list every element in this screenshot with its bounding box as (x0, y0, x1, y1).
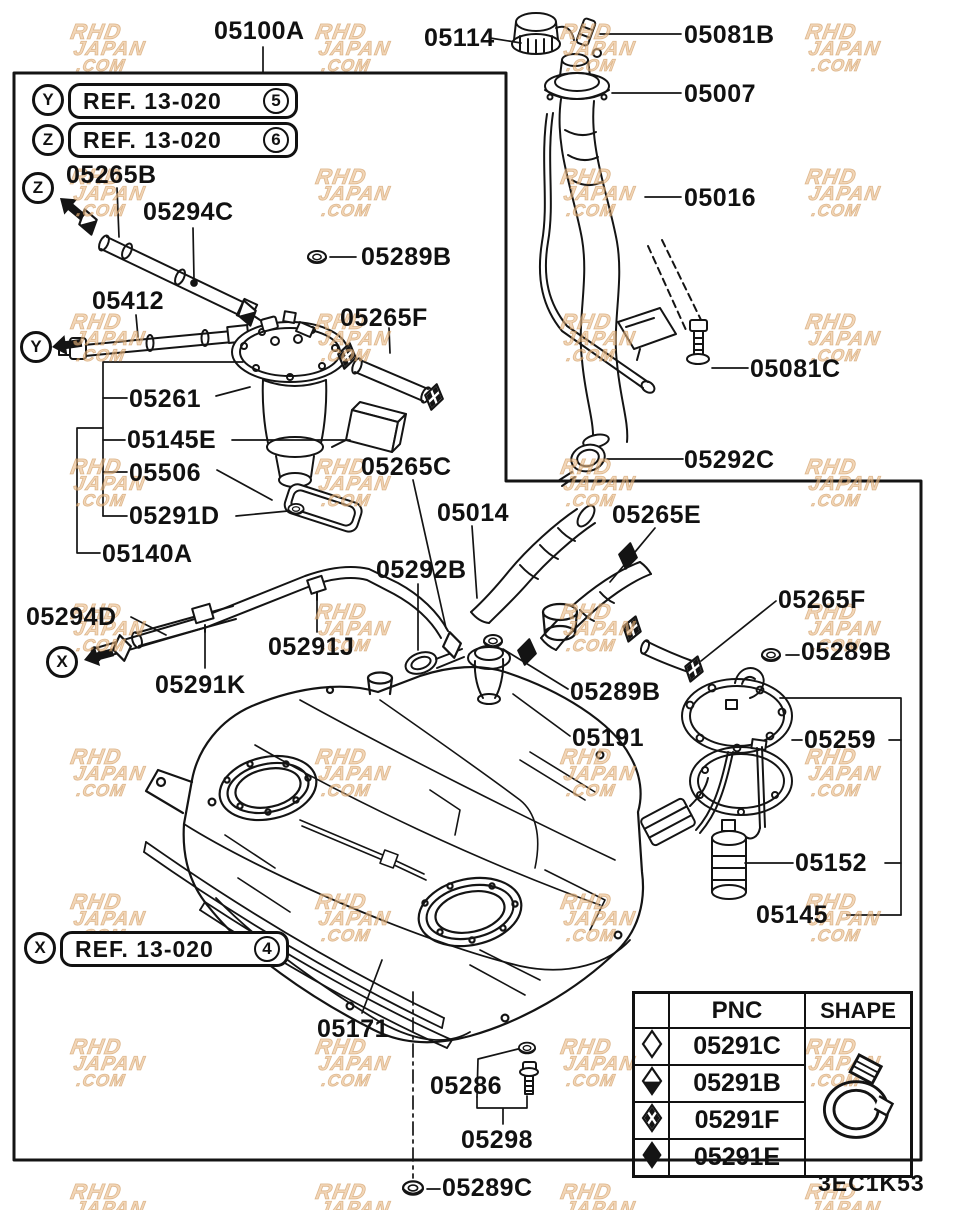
part-label-05298: 05298 (461, 1126, 534, 1154)
solid-diamond-icon (632, 1138, 670, 1178)
view-arrows (49, 189, 117, 671)
shape-column-header: SHAPE (804, 991, 913, 1029)
part-label-05291K: 05291K (155, 671, 246, 699)
table-row: 05291F (632, 1101, 912, 1140)
marker-circle-z-arrow: Z (22, 172, 54, 204)
part-label-05265F-top: 05265F (340, 304, 428, 332)
table-row: 05291B (632, 1064, 912, 1103)
part-label-05100A: 05100A (214, 17, 305, 45)
part-label-05286: 05286 (430, 1072, 503, 1100)
fuel-pump-art (58, 234, 432, 533)
part-label-05289B-top: 05289B (361, 243, 452, 271)
marker-circle-y: Y (32, 84, 64, 116)
part-label-05289B-center: 05289B (570, 678, 661, 706)
marker-circle-x: X (24, 932, 56, 964)
filler-neck-art (511, 12, 710, 487)
part-label-05292B: 05292B (376, 556, 467, 584)
ref-number-circle: 6 (263, 127, 289, 153)
ref-box-6: REF. 13-020 6 (68, 122, 298, 158)
ref-label: REF. 13-020 (75, 935, 214, 962)
patterned-diamond-icon (632, 1101, 670, 1140)
pnc-shape-table: PNC SHAPE 05291C 05291B 05291F 05291E (632, 991, 913, 1178)
part-label-05265B: 05265B (66, 161, 157, 189)
part-label-05265F-right: 05265F (778, 586, 866, 614)
drawing-code: 3EC1K53 (818, 1170, 925, 1196)
half-filled-diamond-icon (632, 1064, 670, 1103)
part-label-05412: 05412 (92, 287, 165, 315)
ref-box-5: REF. 13-020 5 (68, 83, 298, 119)
pnc-value: 05291C (668, 1027, 806, 1066)
part-label-05014: 05014 (437, 499, 510, 527)
table-header-row: PNC SHAPE (632, 991, 913, 1029)
ref-label: REF. 13-020 (83, 126, 222, 153)
part-label-05007: 05007 (684, 80, 757, 108)
part-label-05291J: 05291J (268, 633, 355, 661)
part-label-05114: 05114 (424, 24, 495, 52)
ref-number-circle: 4 (254, 936, 280, 962)
part-label-05171: 05171 (317, 1015, 390, 1043)
table-row: 05291E (632, 1138, 912, 1178)
hose-clamp-shape-drawing (804, 1027, 913, 1178)
marker-circle-z: Z (32, 124, 64, 156)
part-label-05259: 05259 (804, 726, 877, 754)
leader-lines (76, 33, 902, 1190)
marker-circle-y-arrow: Y (20, 331, 52, 363)
pnc-column-header: PNC (668, 991, 806, 1029)
part-label-05289C: 05289C (442, 1174, 533, 1202)
part-label-05294C: 05294C (143, 198, 234, 226)
part-label-05191: 05191 (572, 724, 645, 752)
part-label-05265C: 05265C (361, 453, 452, 481)
pnc-value: 05291B (668, 1064, 806, 1103)
ref-label: REF. 13-020 (83, 87, 222, 114)
fasteners-art (307, 250, 781, 1196)
part-label-05081B: 05081B (684, 21, 775, 49)
part-label-05140A: 05140A (102, 540, 193, 568)
part-label-05294D: 05294D (26, 603, 117, 631)
part-label-05261: 05261 (129, 385, 202, 413)
frame-border (12, 71, 923, 1162)
sender-unit-art (640, 667, 793, 900)
table-row: 05291C (632, 1027, 913, 1178)
part-label-05016: 05016 (684, 184, 757, 212)
part-label-05145E: 05145E (127, 426, 217, 454)
ref-number-circle: 5 (263, 88, 289, 114)
part-label-05289B-right: 05289B (801, 638, 892, 666)
marker-circle-x-arrow: X (46, 646, 78, 678)
part-label-05292C: 05292C (684, 446, 775, 474)
pnc-value: 05291E (668, 1138, 806, 1178)
open-diamond-icon (632, 1027, 670, 1066)
part-label-05152: 05152 (795, 849, 868, 877)
part-label-05291D: 05291D (129, 502, 220, 530)
part-label-05265E: 05265E (612, 501, 702, 529)
part-label-05081C: 05081C (750, 355, 841, 383)
pnc-value: 05291F (668, 1101, 806, 1140)
part-label-05145: 05145 (756, 901, 829, 929)
fuel-tank-art (143, 602, 645, 1049)
symbol-column-header (632, 991, 670, 1029)
ref-box-4: REF. 13-020 4 (60, 931, 289, 967)
part-label-05506: 05506 (129, 459, 202, 487)
